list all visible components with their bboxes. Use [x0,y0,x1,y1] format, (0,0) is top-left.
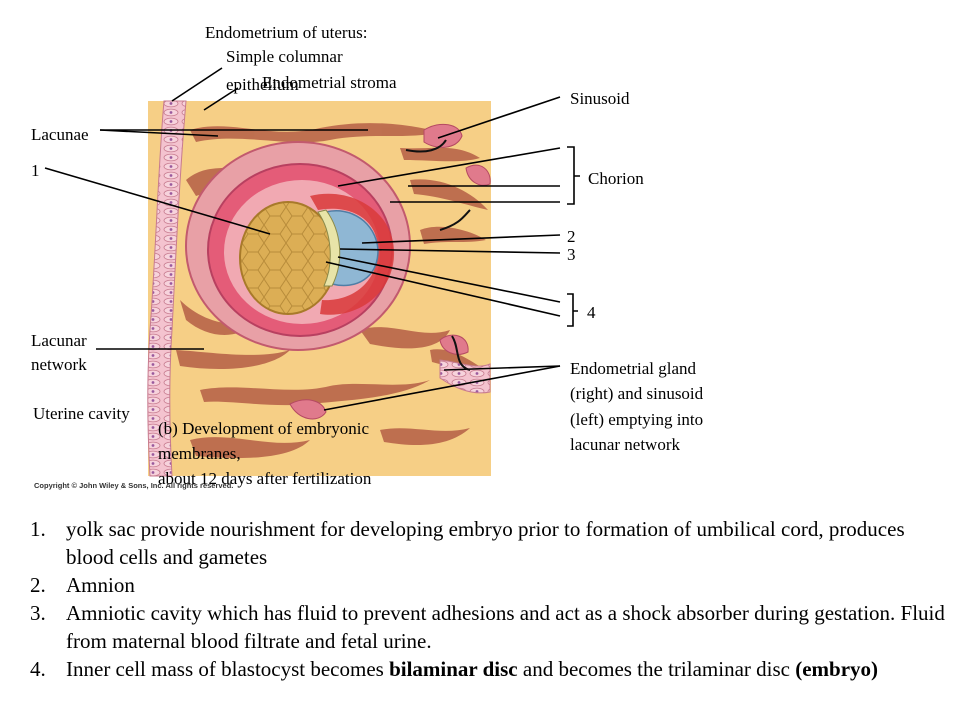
copyright-notice: Copyright © John Wiley & Sons, Inc. All … [34,481,234,490]
leader-lines [44,67,561,411]
simple-columnar-epithelium [147,100,187,477]
note-text: yolk sac provide nourishment for develop… [66,517,905,569]
note-number: 2. [30,573,46,597]
endometrial-stroma-label: Endometrial stroma [262,73,397,92]
endometrial-gland-label-line2: (right) and sinusoid [570,384,704,403]
endometrial-gland-label-line4: lacunar network [570,435,680,454]
chorion-label: Chorion [588,169,644,188]
bilaminar-disc [317,209,341,287]
endometrium-title-label: Endometrium of uterus: [205,23,368,42]
note-text: Amniotic cavity which has fluid to preve… [66,601,945,653]
note-item: 3. Amniotic cavity which has fluid to pr… [30,599,945,655]
caption-line3: about 12 days after fertilization [158,469,372,488]
epithelium-label: epithelium [226,75,299,94]
note-number: 3. [30,601,46,625]
note-item: 2. Amnion [30,571,945,599]
note-item: 4. Inner cell mass of blastocyst becomes… [30,655,945,683]
caption-line2: membranes, [158,444,241,463]
label-1: 1 [31,161,40,180]
numbered-notes-list: 1. yolk sac provide nourishment for deve… [30,515,945,683]
lacunar-network-label-line1: Lacunar [31,331,87,350]
sinusoids [289,123,491,420]
extraembryonic-mesoderm [310,193,395,315]
label-2: 2 [567,227,576,246]
label-3: 3 [567,245,576,264]
lacunar-network-label-line2: network [31,355,87,374]
uterine-cavity-label: Uterine cavity [33,404,130,423]
label-4-bracket [567,293,578,327]
embryo-term: (embryo) [795,657,879,681]
note-number: 4. [30,657,46,681]
flow-arrows [405,139,471,371]
note-item: 1. yolk sac provide nourishment for deve… [30,515,945,571]
caption-line1: (b) Development of embryonic [158,419,370,438]
note-text-part: and becomes the trilaminar disc [517,657,796,681]
bilaminar-disc-term: bilaminar disc [389,657,518,681]
label-4: 4 [587,303,596,322]
note-text: Amnion [66,573,135,597]
chorion-bracket [567,146,580,205]
simple-columnar-label: Simple columnar [226,47,343,66]
sinusoid-label: Sinusoid [570,89,630,108]
endometrial-gland-label-line1: Endometrial gland [570,359,697,378]
endometrial-gland-label-line3: (left) emptying into [570,410,704,429]
lacunae-label: Lacunae [31,125,89,144]
note-text-part: Inner cell mass of blastocyst becomes [66,657,390,681]
embryonic-membranes-diagram [44,67,580,477]
note-number: 1. [30,517,46,541]
lacunar-network [176,123,488,459]
